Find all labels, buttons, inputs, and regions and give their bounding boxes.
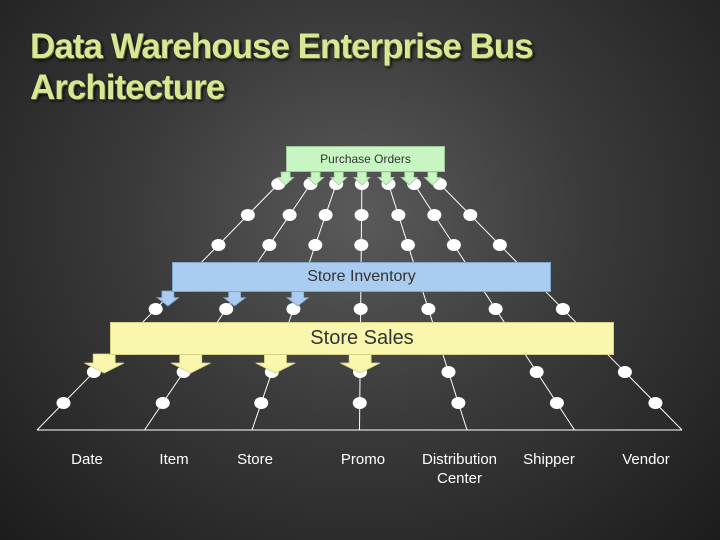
sales-connector — [170, 353, 211, 374]
sales-connector — [340, 353, 381, 374]
node-dot — [441, 366, 456, 378]
inventory-connector — [222, 290, 247, 307]
dimension-label: Store — [237, 451, 273, 468]
node-dot — [555, 303, 570, 315]
node-dot — [446, 239, 461, 251]
purchase-orders-bus: Purchase Orders — [286, 146, 445, 172]
dimension-line — [404, 169, 575, 431]
node-dot — [421, 303, 436, 315]
node-dot — [529, 366, 544, 378]
inventory-connector — [285, 290, 310, 307]
node-dot — [56, 397, 71, 409]
node-dot — [617, 366, 632, 378]
sales-connector — [255, 353, 296, 374]
node-dot — [391, 209, 406, 221]
dimension-label: Item — [159, 451, 189, 468]
node-dot — [492, 239, 507, 251]
node-dot — [318, 209, 333, 221]
sales-connector — [84, 353, 125, 374]
dimension-label: Vendor — [622, 451, 670, 468]
node-dot — [427, 209, 442, 221]
po-connector — [352, 171, 372, 186]
node-dot — [463, 209, 478, 221]
po-connector — [276, 171, 295, 186]
po-connector — [329, 171, 348, 186]
inventory-connector — [155, 290, 180, 307]
node-dot — [262, 239, 277, 251]
node-dot — [488, 303, 503, 315]
po-connector — [306, 171, 325, 186]
dimension-label: Date — [71, 451, 103, 468]
po-connector — [423, 171, 442, 186]
node-dot — [354, 239, 369, 251]
store-inventory-bus: Store Inventory — [172, 262, 551, 292]
store-sales-bus: Store Sales — [110, 322, 614, 355]
page-title: Data Warehouse Enterprise Bus Architectu… — [30, 27, 534, 107]
node-dot — [451, 397, 466, 409]
node-dot — [219, 303, 234, 315]
po-connector — [400, 171, 419, 186]
node-dot — [155, 397, 170, 409]
node-dot — [648, 397, 663, 409]
node-dot — [148, 303, 163, 315]
po-connector — [376, 171, 396, 186]
node-dot — [211, 239, 226, 251]
node-dot — [352, 397, 367, 409]
node-dot — [282, 209, 297, 221]
dimension-label: Shipper — [523, 451, 575, 468]
node-dot — [286, 303, 301, 315]
dimension-label: Distribution Center — [421, 451, 498, 487]
node-dot — [240, 209, 255, 221]
node-dot — [254, 397, 269, 409]
node-dot — [353, 303, 368, 315]
node-dot — [549, 397, 564, 409]
dimension-line — [425, 169, 683, 431]
node-dot — [354, 209, 369, 221]
dimension-line — [359, 169, 363, 431]
dimension-line — [383, 169, 468, 431]
node-dot — [308, 239, 323, 251]
node-dot — [400, 239, 415, 251]
dimension-label: Promo — [340, 451, 386, 468]
